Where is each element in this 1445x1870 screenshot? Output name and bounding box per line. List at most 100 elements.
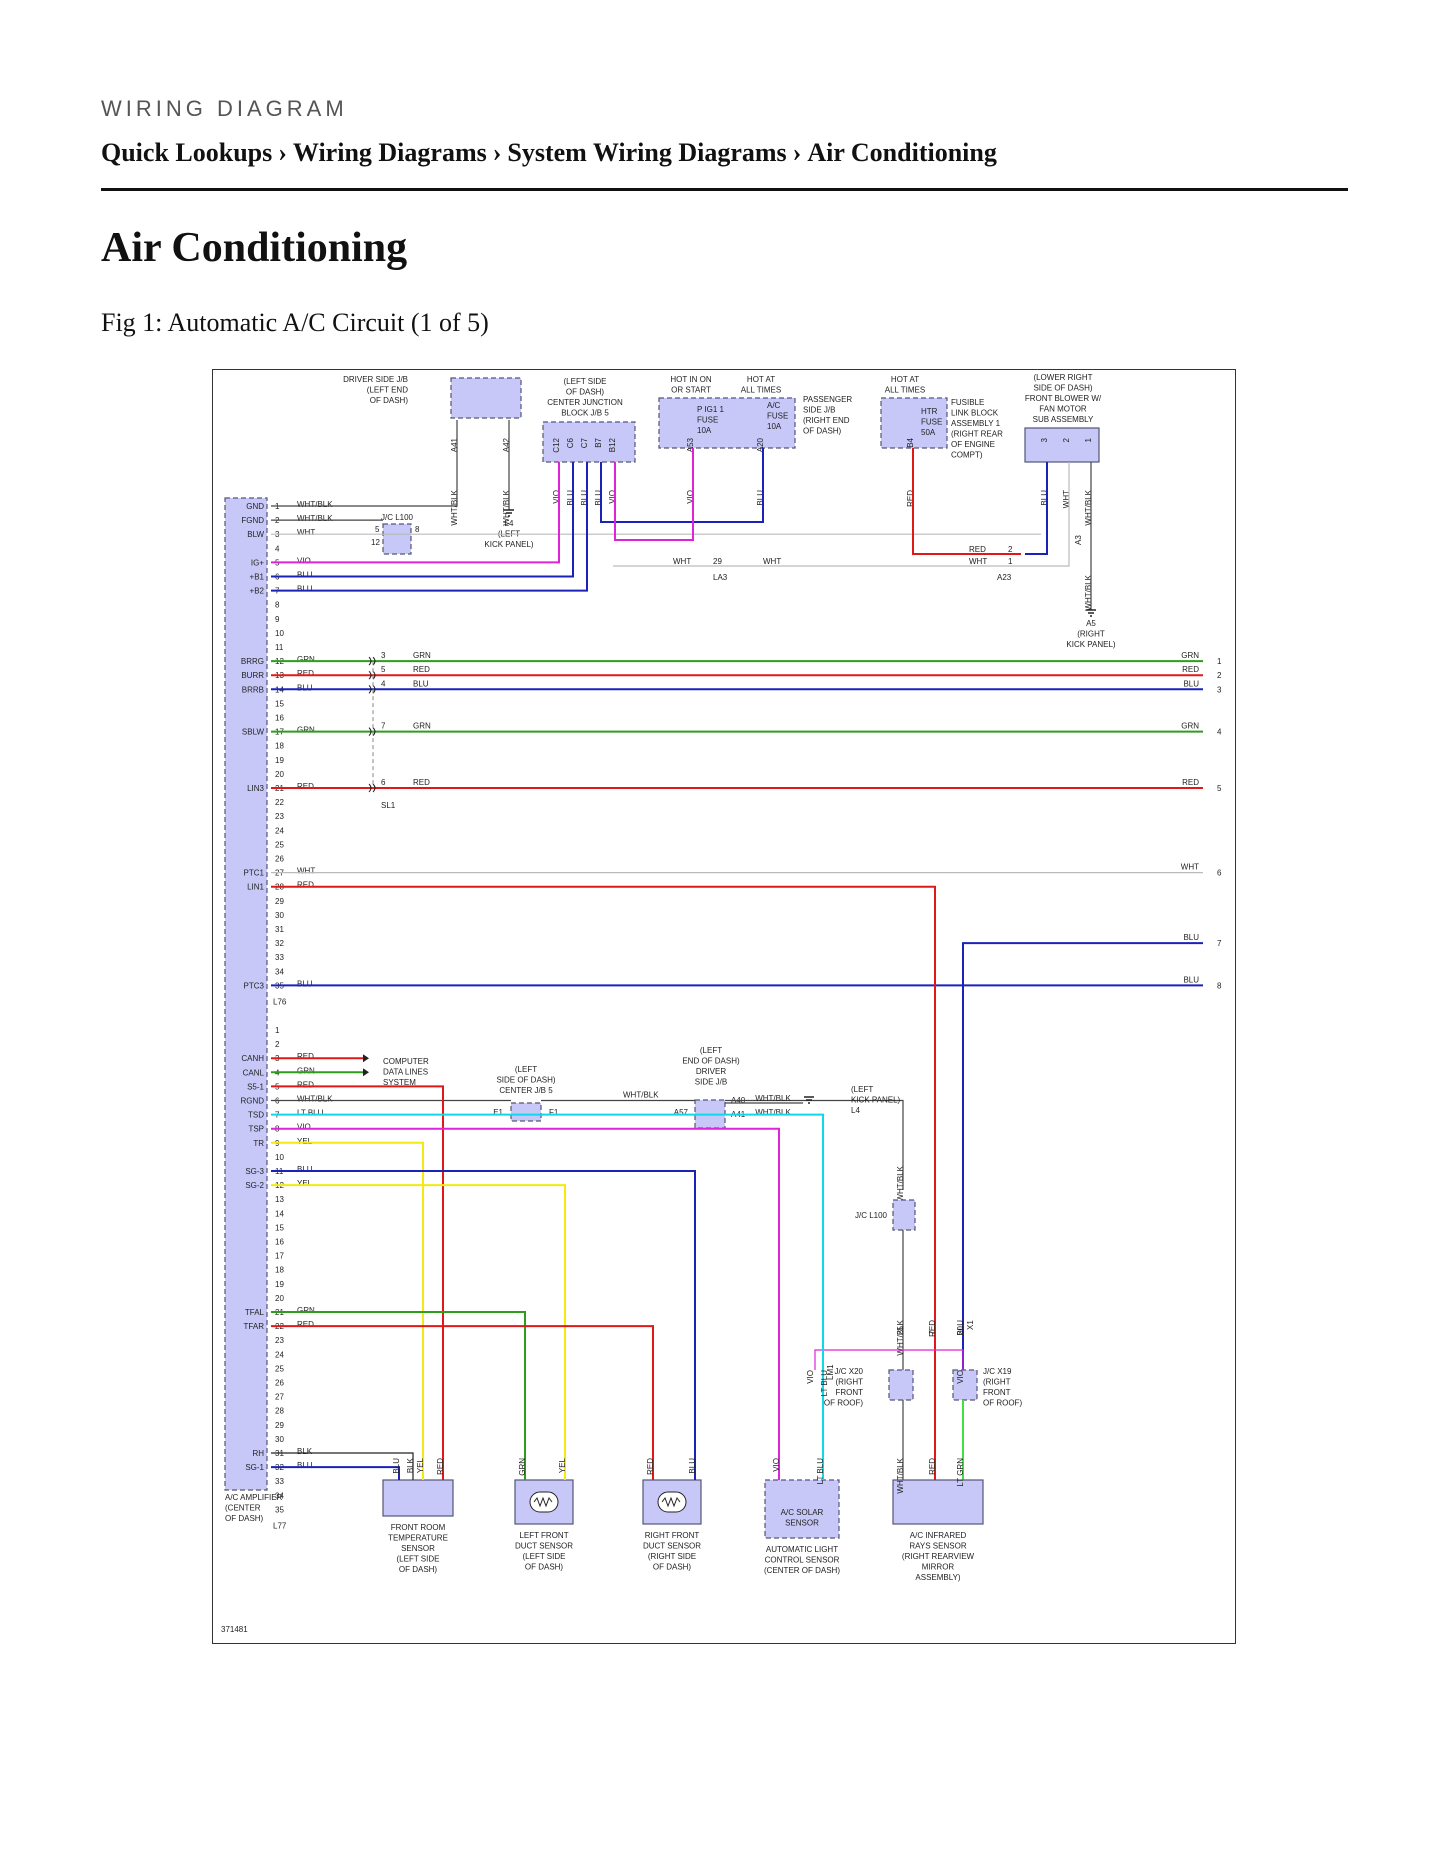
section-overline: WIRING DIAGRAM [101,96,348,121]
wire-color-label: WHT/BLK [623,1091,659,1100]
driver-jb-bottom-label: END OF DASH) [682,1057,740,1066]
wire-color-label: RED [297,1320,314,1329]
amplifier-caption: A/C AMPLIFIER [225,1493,283,1502]
right-edge-pin: 8 [1217,981,1222,990]
top-wire-color-label: VIO [552,490,561,504]
amplifier-pin-number: 20 [275,1294,284,1303]
amplifier-signal-+B1: +B1 [250,573,265,582]
front-room-temp-sensor-label: OF DASH) [399,1565,438,1574]
connector-sl1: SL1 [381,801,396,810]
sensor-wire-color-label: BLK [406,1457,415,1473]
wire-color-label: BLU [956,1320,965,1336]
fuse-htr-label: 50A [921,428,936,437]
wire-sensor-GRN [271,1311,526,1480]
wire-color-label: VIO [297,1123,311,1132]
top-pin-label: A20 [756,437,765,452]
solar-sensor-box [764,1479,840,1539]
driver-jb-bottom-label: (LEFT [700,1046,722,1055]
front-blower-label: SUB ASSEMBLY [1033,415,1094,424]
solar-sensor-label: CONTROL SENSOR [765,1556,840,1565]
top-wire-color-label: BLU [1040,490,1049,506]
figure-number: 371481 [221,1625,248,1634]
jc-x20-box [888,1369,914,1401]
wire-color-label: WHT [297,867,315,876]
wire-color-label: WHT/BLK [896,1319,905,1355]
wire-color-label: GRN [297,1066,315,1075]
top-pin-label: 2 [1062,437,1071,442]
front-blower-label: FRONT BLOWER W/ [1025,394,1102,403]
wire-color-label: WHT [673,557,691,566]
wire-color-label: BLU [297,1165,313,1174]
fuse-pig1-label: P IG1 1 [697,405,725,414]
amplifier-signal-PTC1: PTC1 [244,869,265,878]
right-wire-color-label: BLU [1183,975,1199,984]
jc-x19-box [952,1369,978,1401]
wire-color-label: GRN [297,655,315,664]
wire-color-label: LT BLU [820,1370,829,1397]
center-jb5-bottom-label: CENTER J/B 5 [499,1086,553,1095]
wire-sg1 [271,1466,400,1480]
amplifier-pin-number: 31 [275,925,284,934]
amplifier-pin-number: 29 [275,897,284,906]
amplifier-pin-number: 11 [275,643,284,652]
front-room-temp-sensor-label: TEMPERATURE [388,1534,448,1543]
amplifier-pin-number: 24 [275,1350,284,1359]
amplifier-pin-number: 19 [275,756,284,765]
fuse-htr-label: HTR [921,407,938,416]
amplifier-pin-number: 15 [275,1223,284,1232]
computer-data-lines-label: DATA LINES [383,1068,428,1077]
wire-color-label: BLU [413,679,429,688]
wire-to-right-7 [962,942,1203,1490]
connector-f1: F1 [549,1108,559,1117]
amplifier-signal-TSP: TSP [248,1125,264,1134]
fusible-link-label: FUSIBLE [951,398,984,407]
solar-sensor-label: (CENTER OF DASH) [764,1566,840,1575]
top-pin-label: B4 [906,437,915,447]
fusible-link-label: (RIGHT REAR [951,430,1003,439]
amplifier-signal-RGND: RGND [240,1097,264,1106]
amplifier-signal-LIN1: LIN1 [247,883,264,892]
center-jb5-bottom-label: (LEFT [515,1065,537,1074]
breadcrumb-air-conditioning[interactable]: Air Conditioning [807,138,997,167]
left-front-duct-sensor-label: (LEFT SIDE [523,1552,566,1561]
amplifier-caption: (CENTER [225,1504,261,1513]
wire-color-label: WHT [969,557,987,566]
amplifier-signal-TFAL: TFAL [245,1308,265,1317]
wire-color-label: RED [297,669,314,678]
amplifier-pin-number: 14 [275,1209,284,1218]
breadcrumb-separator: › [492,138,502,167]
wire-color-label: BLU [297,571,313,580]
sensor-wire-color-label: YEL [558,1457,567,1473]
passenger-jb-label: OF DASH) [803,427,842,436]
sensor-wire-color-label: BLU [392,1458,401,1474]
computer-data-lines-label: COMPUTER [383,1057,429,1066]
breadcrumb-separator: › [792,138,802,167]
breadcrumb: Quick Lookups›Wiring Diagrams›System Wir… [101,138,997,168]
wire-sensor-BLU [271,1170,696,1480]
computer-data-lines-label: SYSTEM [383,1078,416,1087]
center-jb5-label: BLOCK J/B 5 [561,409,609,418]
sl1-pin: 6 [381,778,386,787]
amplifier-pin-number: 18 [275,742,284,751]
wire-blower-blu [1025,462,1048,555]
breadcrumb-system-wiring-diagrams[interactable]: System Wiring Diagrams [507,138,787,167]
infrared-rays-sensor-label: ASSEMBLY) [915,1573,961,1582]
top-wire-color-label: BLU [566,490,575,506]
amplifier-pin-number: 9 [275,615,280,624]
wire-ig-plus [271,462,560,564]
fusible-link-box [880,397,948,449]
breadcrumb-quick-lookups[interactable]: Quick Lookups [101,138,273,167]
wire-sensor-RED [271,1325,654,1480]
breadcrumb-wiring-diagrams[interactable]: Wiring Diagrams [292,138,487,167]
wire-color-label: RED [297,782,314,791]
wire-color-label: WHT/BLK [297,500,333,509]
amplifier-pin-number: 33 [275,953,284,962]
amplifier-pin-number: 26 [275,855,284,864]
amplifier-pin-number: 16 [275,1238,284,1247]
wire-color-label: RED [297,1080,314,1089]
fuse-htr-label: FUSE [921,418,942,427]
top-pin-label: C6 [566,437,575,448]
amplifier-pin-number: 10 [275,629,284,638]
sensor-wire-color-label: YEL [416,1457,425,1473]
amplifier-pin-number: 30 [275,911,284,920]
